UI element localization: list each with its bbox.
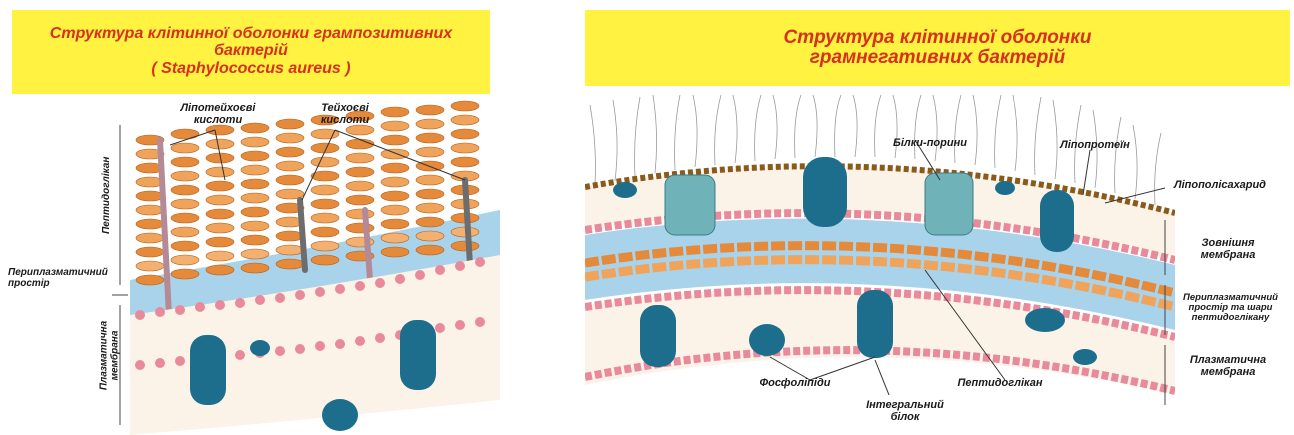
plasma-line2: мембрана [1173, 367, 1283, 379]
gram-positive-title-line2: бактерій [214, 43, 288, 60]
periplasmic-space-label: Периплазматичний простір [8, 268, 116, 289]
gram-positive-title-banner: Структура клітинної оболонки грампозитив… [12, 10, 490, 94]
gram-positive-title-line1: Структура клітинної оболонки грампозитив… [50, 26, 452, 43]
gram-positive-panel: Структура клітинної оболонки грампозитив… [0, 0, 500, 435]
plasma-membrane-gn-label: Плазматична мембрана [1173, 355, 1283, 378]
lipoteichoic-line1: Ліпотейхоєві [178, 103, 258, 115]
porins-label: Білки-порини [870, 138, 990, 150]
gram-negative-title-line1: Структура клітинної оболонки [783, 28, 1091, 48]
gram-positive-title-line3: ( Staphylococcus aureus ) [151, 61, 350, 78]
periplasm-peptidoglycan-label: Периплазматичний простір та шари пептидо… [1173, 293, 1288, 323]
lipoteichoic-acids-label: Ліпотейхоєві кислоти [178, 103, 258, 126]
gram-negative-title-banner: Структура клітинної оболонки грамнегатив… [585, 10, 1290, 86]
gram-negative-panel: Структура клітинної оболонки грамнегатив… [585, 0, 1294, 435]
periplasmic-line2: простір [8, 279, 116, 290]
lipoteichoic-line2: кислоти [178, 115, 258, 127]
outer-line1: Зовнішня [1173, 238, 1283, 250]
phospholipids-label: Фосфоліпіди [745, 378, 845, 390]
integral-line1: Інтегральний [855, 400, 955, 412]
teichoic-acids-label: Тейхоєві кислоти [305, 103, 385, 126]
teichoic-line2: кислоти [305, 115, 385, 127]
teichoic-line1: Тейхоєві [305, 103, 385, 115]
integral-line2: білок [855, 412, 955, 424]
peri-line3: пептидоглікану [1173, 313, 1288, 323]
plasma-membrane-line1: Плазматична [100, 316, 111, 396]
plasma-line1: Плазматична [1173, 355, 1283, 367]
outer-line2: мембрана [1173, 250, 1283, 262]
periplasmic-line1: Периплазматичний [8, 268, 116, 279]
peptidoglycan-gn-label: Пептидоглікан [945, 378, 1055, 390]
gram-positive-wall-diagram [130, 100, 500, 435]
lipopolysaccharide-label: Ліпополісахарид [1165, 180, 1275, 192]
left-bracket-lines [110, 110, 130, 430]
gram-negative-title-line2: грамнегативних бактерій [810, 48, 1065, 68]
outer-membrane-label: Зовнішня мембрана [1173, 238, 1283, 261]
integral-protein-label: Інтегральний білок [855, 400, 955, 423]
lipoprotein-label: Ліпопротеїн [1045, 140, 1145, 152]
